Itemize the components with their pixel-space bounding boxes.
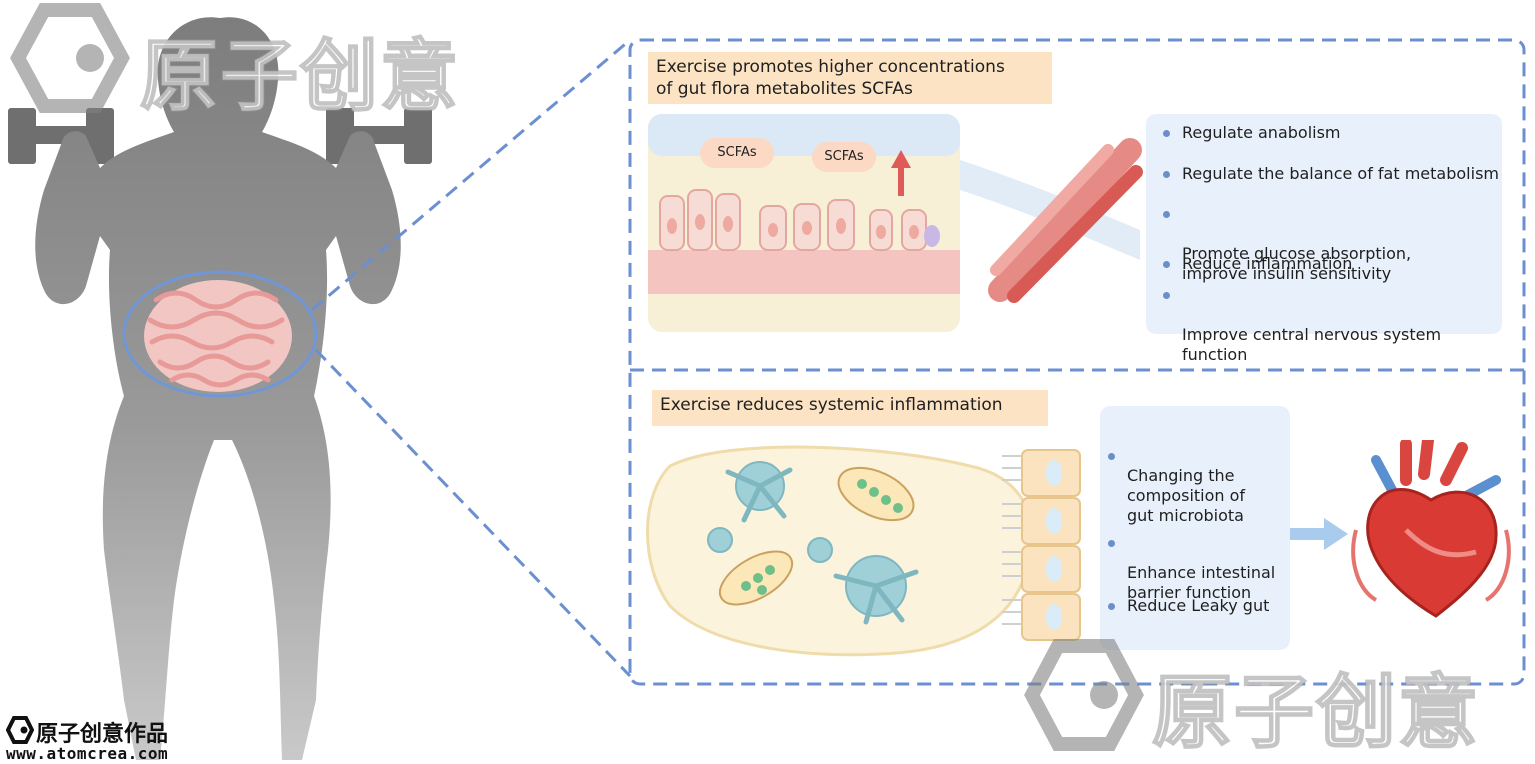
top-panel-heading: Exercise promotes higher concentrations … (648, 52, 1052, 104)
watermark-text-top: 原子创意 (139, 31, 461, 123)
top-benefits-list (1146, 114, 1502, 334)
bullet-dot-icon (1163, 261, 1170, 268)
watermark-logo-icon (1024, 639, 1144, 751)
intestinal-barrier-illustration (1002, 449, 1081, 641)
brand-logo-icon (6, 716, 34, 744)
scfa-label-2: SCFAs (812, 142, 876, 172)
credit-url: www.atomcrea.com (6, 744, 169, 763)
dumbbell-left-icon (8, 108, 114, 164)
athlete-silhouette (8, 17, 632, 761)
bottom-effects-list (1100, 406, 1290, 650)
bullet-dot-icon (1108, 453, 1115, 460)
bullet-dot-icon (1163, 171, 1170, 178)
benefit-item: Regulate anabolism (1163, 123, 1341, 143)
connector-line-top (311, 38, 631, 312)
watermark-text-bottom: 原子创意 (1151, 665, 1480, 760)
muscle-illustration (960, 138, 1143, 303)
benefit-item: Promote glucose absorption, improve insu… (1163, 204, 1411, 284)
gut-epithelium-illustration (648, 114, 960, 332)
bullet-dot-icon (1163, 211, 1170, 218)
effect-item: Enhance intestinal barrier function (1108, 523, 1275, 603)
intestines-illustration (144, 280, 292, 392)
bullet-dot-icon (1108, 603, 1115, 610)
effect-item: Changing the composition of gut microbio… (1108, 426, 1245, 526)
bullet-dot-icon (1163, 292, 1170, 299)
bottom-panel-heading: Exercise reduces systemic inflammation (652, 390, 1048, 426)
benefit-item: Improve central nervous system function (1163, 285, 1441, 365)
watermark-logo-icon (10, 3, 130, 113)
gut-highlight-circle (122, 270, 318, 398)
connector-line-bottom (314, 348, 632, 678)
scfa-label-1: SCFAs (700, 138, 774, 168)
benefit-item: Regulate the balance of fat metabolism (1163, 164, 1499, 184)
bullet-dot-icon (1163, 130, 1170, 137)
gut-microbiota-illustration (646, 445, 1034, 657)
credit-title: 原子创意作品 (36, 722, 169, 747)
benefit-item: Reduce inflammation (1163, 254, 1352, 274)
effect-item: Reduce Leaky gut (1108, 596, 1269, 616)
increase-arrow-icon (898, 166, 904, 196)
bullet-dot-icon (1108, 540, 1115, 547)
heart-illustration (1351, 440, 1511, 618)
right-arrow-icon (1290, 518, 1348, 550)
